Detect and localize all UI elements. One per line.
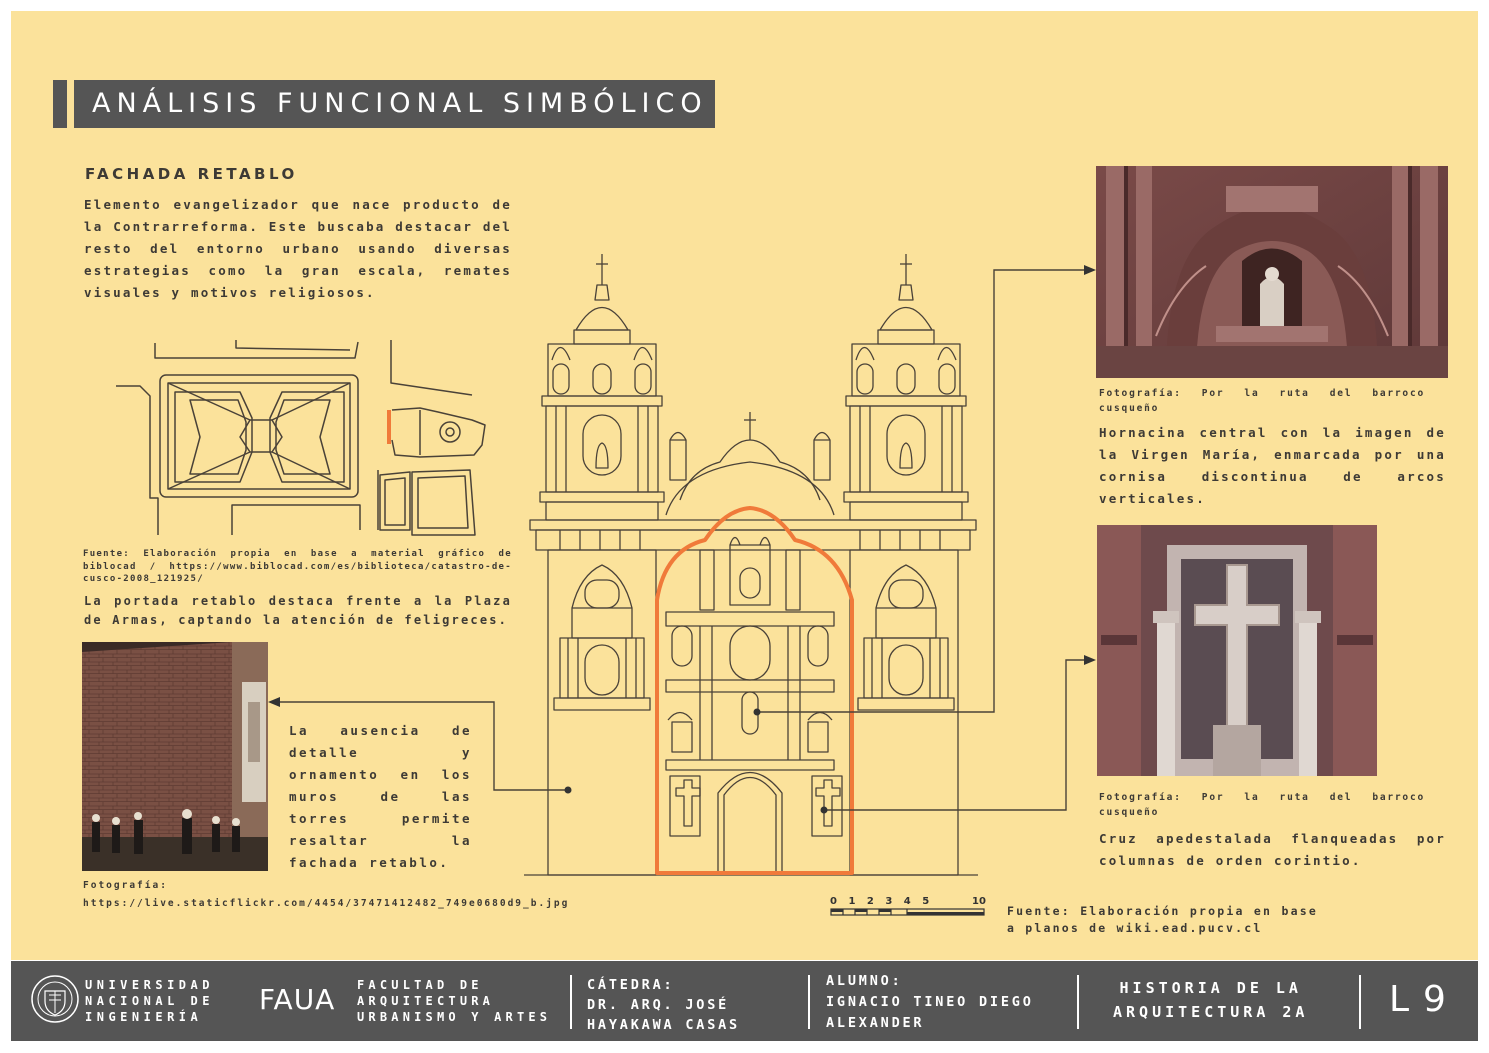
- catedra-block: CÁTEDRA: DR. ARQ. JOSÉ HAYAKAWA CASAS: [587, 975, 740, 1035]
- alumno-block: ALUMNO: IGNACIO TINEO DIEGO ALEXANDER: [826, 971, 1034, 1034]
- tower-wall-photo: [82, 642, 268, 871]
- course-line: ARQUITECTURA 2A: [1113, 1003, 1309, 1021]
- footer-divider: [1077, 975, 1079, 1029]
- page-title: ANÁLISIS FUNCIONAL SIMBÓLICO: [74, 80, 715, 128]
- section-heading: FACHADA RETABLO: [85, 165, 298, 183]
- cross-photo: [1097, 525, 1377, 776]
- university-line: INGENIERÍA: [85, 1010, 203, 1024]
- university-line: UNIVERSIDAD: [85, 978, 214, 992]
- scale-ticks: 0 1 2 3 4 5: [830, 896, 934, 907]
- alumno-name: ALEXANDER: [826, 1015, 925, 1031]
- faculty-name: FACULTAD DE ARQUITECTURA URBANISMO Y ART…: [357, 977, 551, 1025]
- faculty-line: URBANISMO Y ARTES: [357, 1010, 552, 1024]
- footer-divider: [570, 975, 572, 1029]
- catedra-name: DR. ARQ. JOSÉ: [587, 997, 730, 1013]
- catedra-name: HAYAKAWA CASAS: [587, 1017, 740, 1033]
- photo2-source: Fotografía: Por la ruta del barroco cusq…: [1099, 792, 1425, 818]
- footer-divider: [1359, 975, 1361, 1029]
- photo2-description: Cruz apedestalada flanqueadas por column…: [1099, 831, 1446, 868]
- faua-logo: FAUA: [259, 983, 336, 1016]
- faculty-line: ARQUITECTURA: [357, 994, 495, 1008]
- map-caption: La portada retablo destaca frente a la P…: [84, 594, 512, 627]
- alumno-label: ALUMNO:: [826, 973, 903, 989]
- university-name: UNIVERSIDAD NACIONAL DE INGENIERÍA: [85, 977, 214, 1025]
- walls-description: La ausencia de detalle y ornamento en lo…: [289, 723, 472, 870]
- faculty-line: FACULTAD DE: [357, 978, 483, 992]
- footer-divider: [808, 975, 810, 1029]
- course-title: HISTORIA DE LA ARQUITECTURA 2A: [1113, 976, 1308, 1024]
- catedra-label: CÁTEDRA:: [587, 977, 675, 993]
- university-line: NACIONAL DE: [85, 994, 214, 1008]
- photo1-source: Fotografía: Por la ruta del barroco cusq…: [1099, 388, 1425, 414]
- map-source-note: Fuente: Elaboración propia en base a mat…: [83, 549, 512, 584]
- course-line: HISTORIA DE LA: [1119, 979, 1302, 997]
- university-seal-icon: [31, 975, 79, 1023]
- photo1-description: Hornacina central con la imagen de la Vi…: [1099, 425, 1446, 506]
- elevation-source: Fuente: Elaboración propia en base a pla…: [1007, 904, 1318, 935]
- intro-paragraph: Elemento evangelizador que nace producto…: [84, 197, 512, 300]
- footer-bar: UNIVERSIDAD NACIONAL DE INGENIERÍA FAUA …: [11, 961, 1478, 1041]
- hornacina-photo: [1096, 166, 1448, 378]
- alumno-name: IGNACIO TINEO DIEGO: [826, 994, 1034, 1010]
- sheet-code: L9: [1389, 979, 1460, 1020]
- scale-end: 10: [972, 896, 986, 907]
- title-accent-bar: [53, 80, 67, 128]
